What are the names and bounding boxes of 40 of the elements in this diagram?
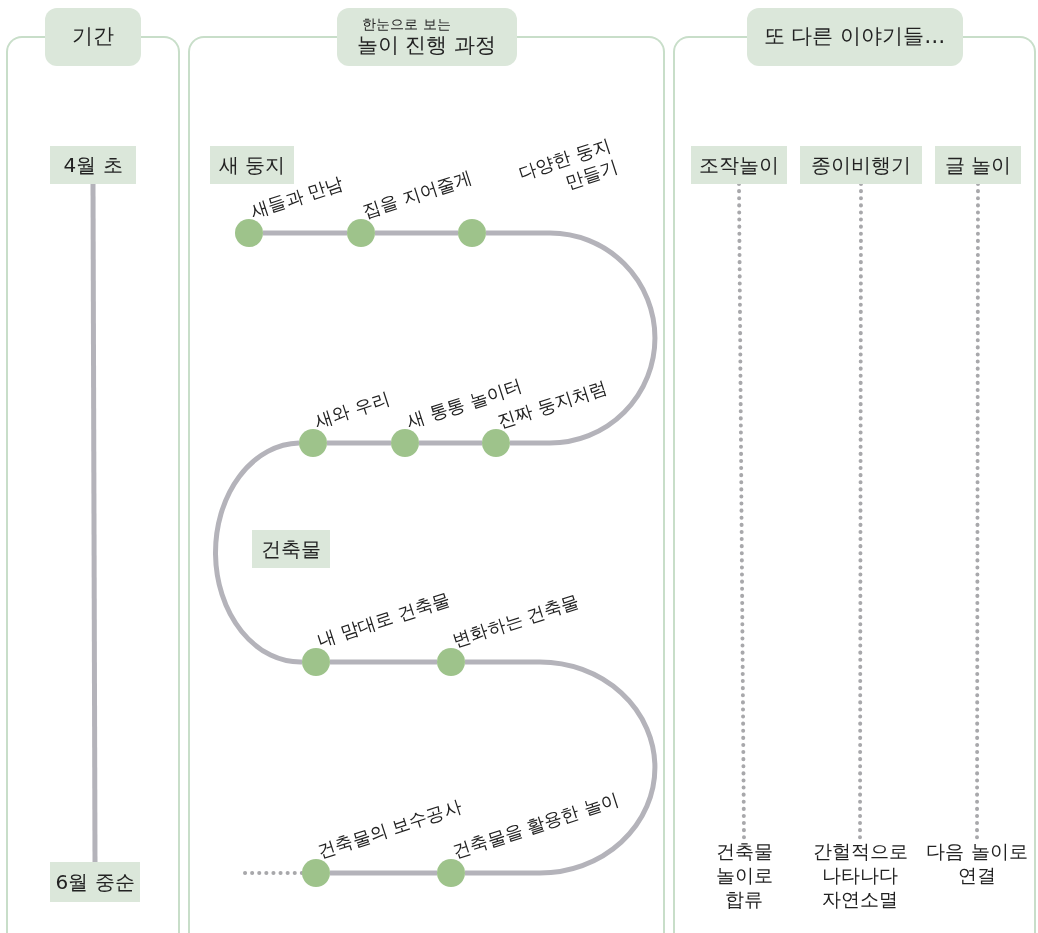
- path-line: [90, 184, 98, 862]
- step-dot: [235, 219, 263, 247]
- step-dot: [437, 859, 465, 887]
- panel-heading: 한눈으로 보는: [362, 16, 451, 33]
- stage-tag: 글 놀이: [935, 146, 1021, 184]
- stage-tag: 종이비행기: [800, 146, 922, 184]
- path-line: [465, 659, 658, 876]
- stage-tag: 4월 초: [50, 146, 136, 184]
- step-label: 내 맘대로 건축물: [315, 588, 453, 652]
- path-line: [375, 230, 458, 236]
- column-panel: [188, 6, 665, 932]
- stage-tag: 건축물: [252, 530, 330, 568]
- step-dot: [302, 648, 330, 676]
- dotted-line: [975, 182, 980, 842]
- stage-tag: 새 둥지: [210, 146, 294, 184]
- dotted-line: [858, 182, 863, 842]
- step-label: 새와 우리: [312, 387, 393, 433]
- column-panel: [673, 6, 1036, 932]
- panel-heading: 또 다른 이야기들…: [763, 24, 946, 50]
- step-dot: [302, 859, 330, 887]
- step-dot: [458, 219, 486, 247]
- panel-heading: 놀이 진행 과정: [356, 32, 497, 58]
- step-dot: [347, 219, 375, 247]
- path-line: [327, 440, 391, 446]
- dotted-line: [737, 182, 746, 842]
- stage-tag: 조작놀이: [691, 146, 787, 184]
- path-line: [486, 230, 658, 446]
- step-dot: [391, 429, 419, 457]
- column-panel: [6, 6, 180, 932]
- stage-tag: 6월 중순: [50, 862, 140, 902]
- dotted-line: [243, 871, 304, 875]
- step-dot: [482, 429, 510, 457]
- path-line: [330, 870, 437, 876]
- step-dot: [299, 429, 327, 457]
- path-line: [213, 440, 303, 665]
- path-line: [419, 440, 482, 446]
- path-line: [263, 230, 347, 236]
- panel-heading: 기간: [72, 24, 114, 50]
- path-line: [330, 659, 437, 665]
- step-dot: [437, 648, 465, 676]
